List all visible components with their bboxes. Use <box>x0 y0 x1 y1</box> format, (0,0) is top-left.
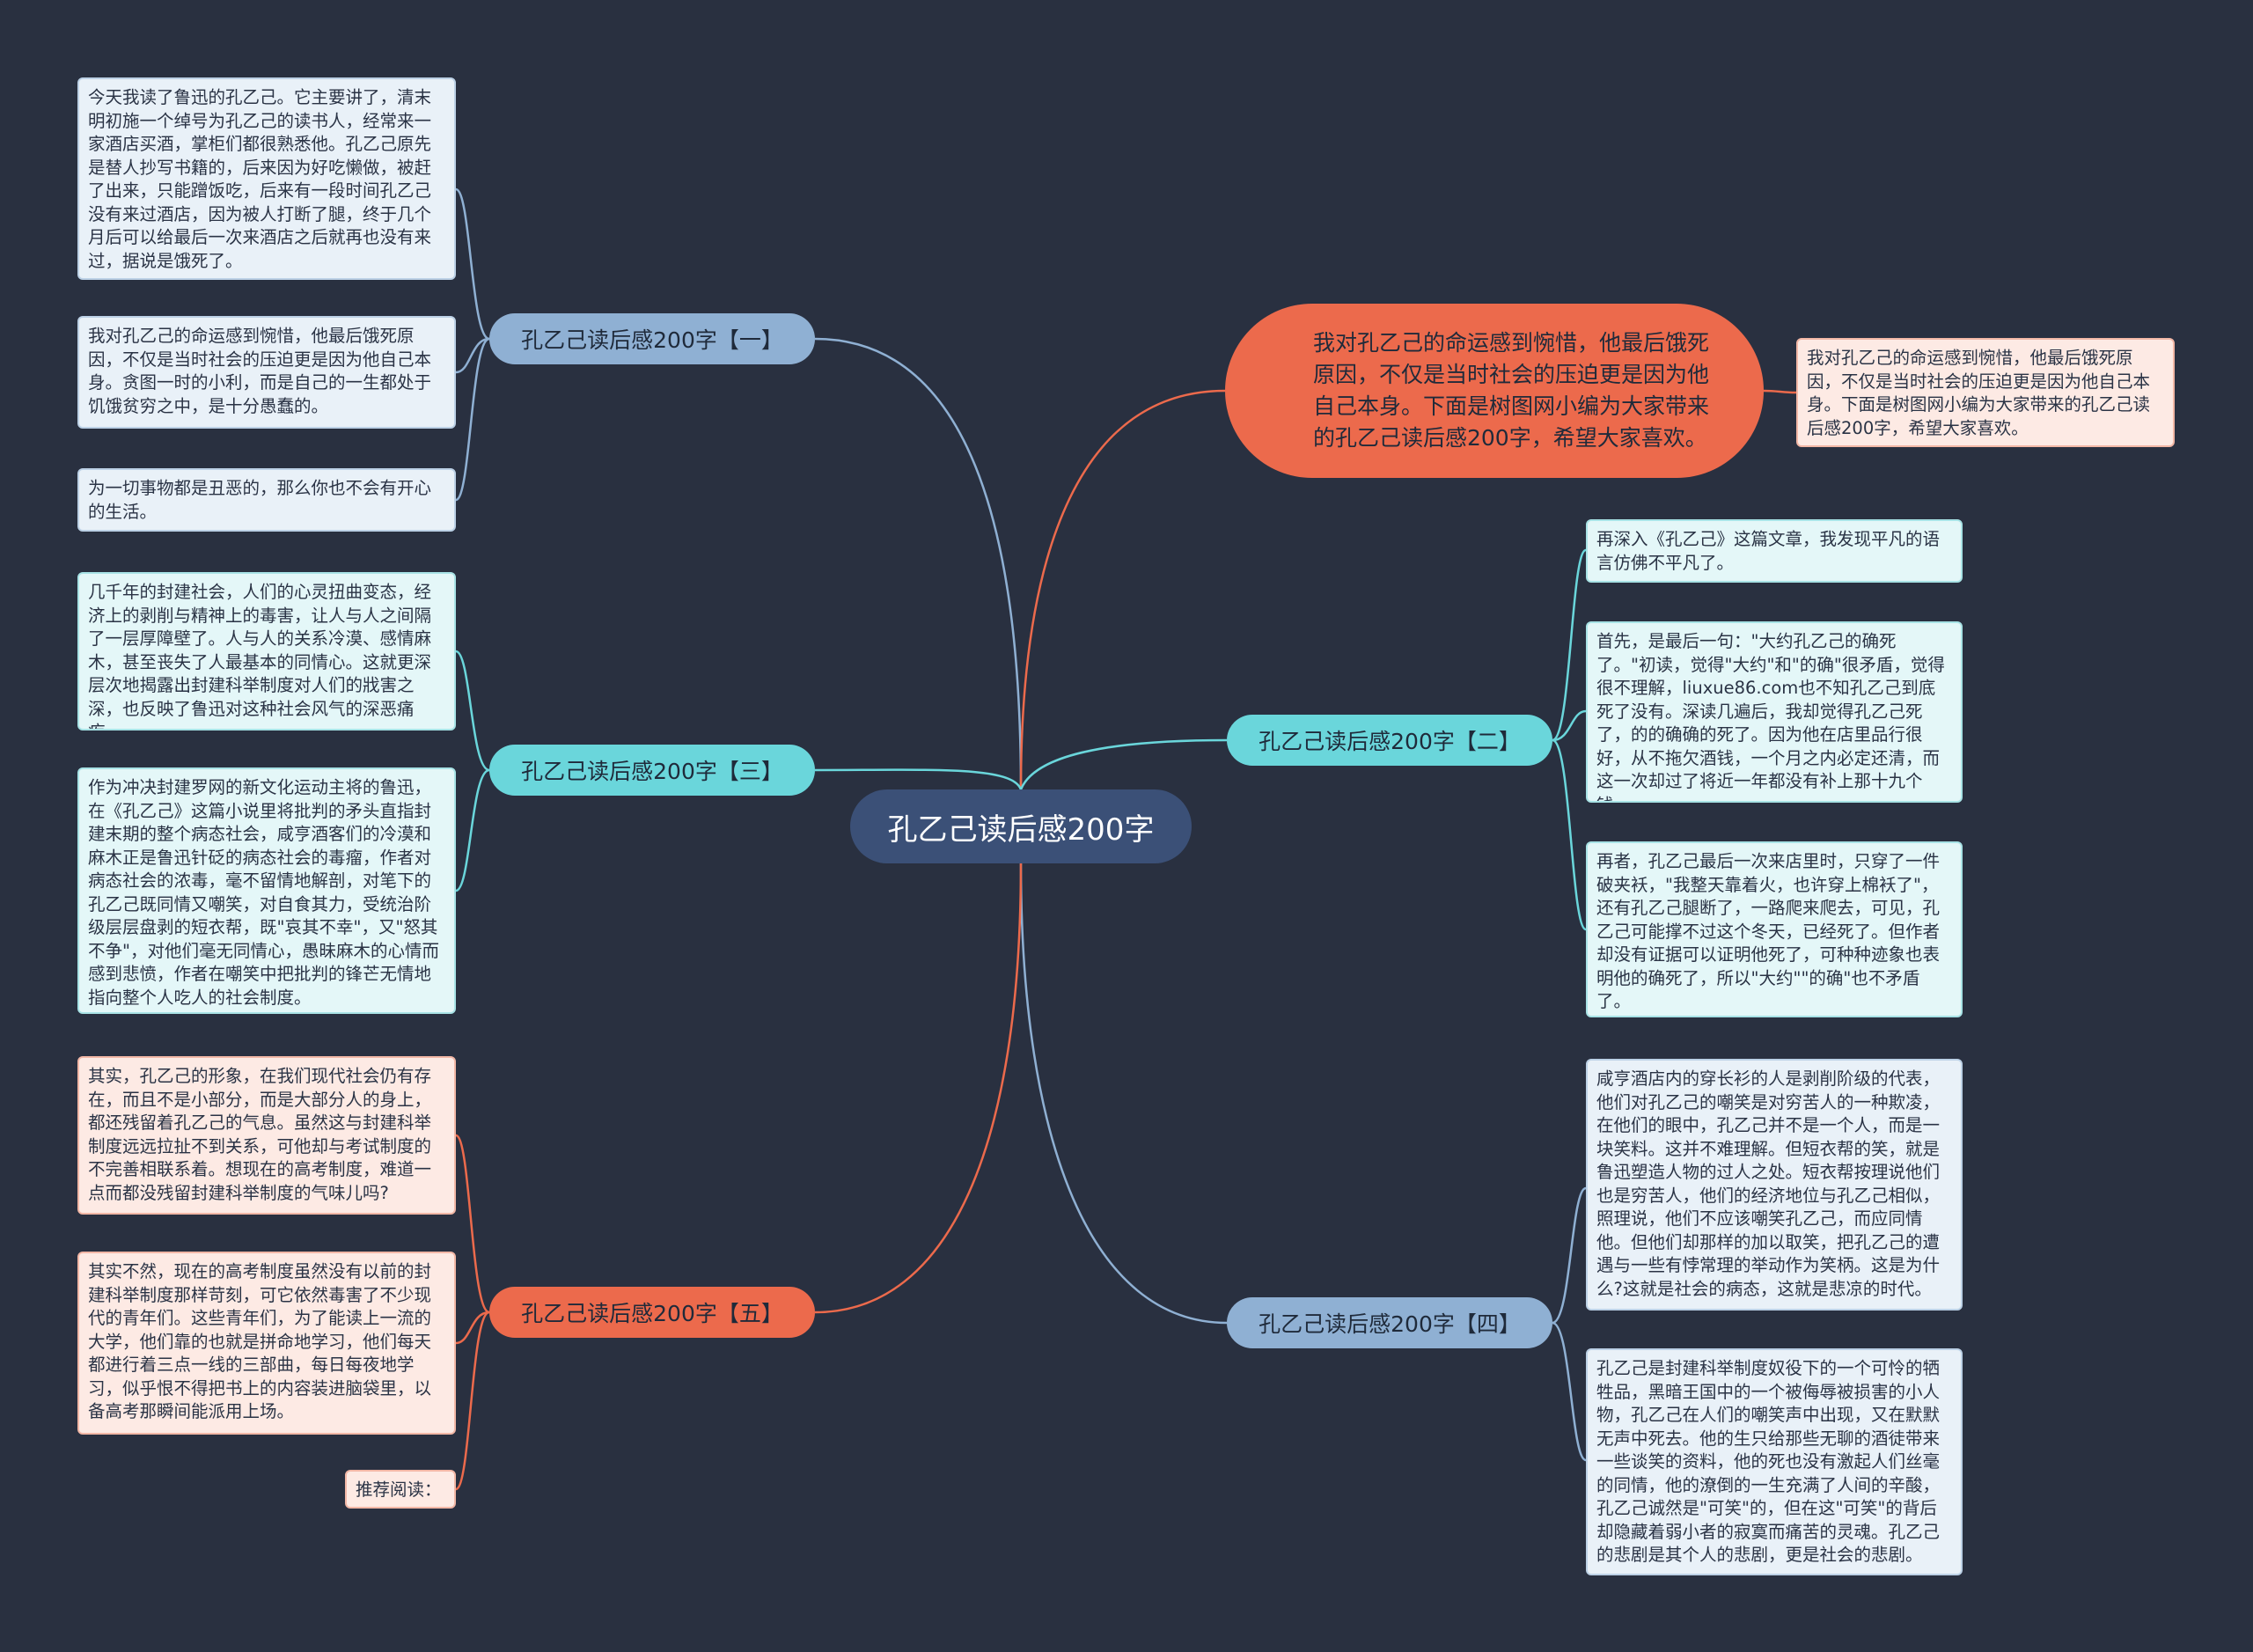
branch-4-card-1[interactable]: 咸亨酒店内的穿长衫的人是剥削阶级的代表，他们对孔乙己的嘲笑是对穷苦人的一种欺凌，… <box>1586 1059 1963 1311</box>
link-intro-note <box>1763 389 1797 394</box>
link-center-b4 <box>1019 863 1228 1325</box>
branch-3-card-2[interactable]: 作为冲决封建罗网的新文化运动主将的鲁迅，在《孔乙己》这篇小说里将批判的矛头直指封… <box>77 767 456 1014</box>
link-b2-c3 <box>1552 738 1588 931</box>
branch-5-card-2[interactable]: 其实不然，现在的高考制度虽然没有以前的封建科举制度那样苛刻，可它依然毒害了不少现… <box>77 1252 456 1435</box>
intro-note-card[interactable]: 我对孔乙己的命运感到惋惜，他最后饿死原因，不仅是当时社会的压迫更是因为他自己本身… <box>1796 338 2175 447</box>
branch-1-card-1[interactable]: 今天我读了鲁迅的孔乙己。它主要讲了，清末明初施一个绰号为孔乙己的读书人，经常来一… <box>77 77 456 280</box>
branch-5-card-1[interactable]: 其实，孔乙己的形象，在我们现代社会仍有存在，而且不是小部分，而是大部分人的身上，… <box>77 1056 456 1215</box>
branch-4-card-2[interactable]: 孔乙己是封建科举制度奴役下的一个可怜的牺牲品，黑暗王国中的一个被侮辱被损害的小人… <box>1586 1348 1963 1575</box>
link-b4-c1 <box>1552 1186 1587 1325</box>
link-b1-c3 <box>455 337 490 502</box>
central-topic[interactable]: 孔乙己读后感200字 <box>850 789 1192 863</box>
link-b2-c1 <box>1552 548 1588 742</box>
branch-1-card-3[interactable]: 为一切事物都是丑恶的，那么你也不会有开心的生活。 <box>77 468 456 532</box>
branch-1[interactable]: 孔乙己读后感200字【一】 <box>489 313 815 364</box>
branch-5-card-3[interactable]: 推荐阅读： <box>345 1470 456 1509</box>
link-b5-c3 <box>455 1311 490 1491</box>
link-b5-c1 <box>455 1134 490 1314</box>
link-b1-c2 <box>455 337 490 374</box>
link-center-b5 <box>814 863 1023 1314</box>
link-b4-c2 <box>1552 1321 1587 1462</box>
link-b1-c1 <box>455 187 490 341</box>
branch-2-card-1[interactable]: 再深入《孔乙己》这篇文章，我发现平凡的语言仿佛不平凡了。 <box>1586 519 1963 583</box>
branch-5[interactable]: 孔乙己读后感200字【五】 <box>489 1287 815 1338</box>
branch-2[interactable]: 孔乙己读后感200字【二】 <box>1227 715 1552 766</box>
intro-bubble-text: 我对孔乙己的命运感到惋惜，他最后饿死原因，不仅是当时社会的压迫更是因为他自己本身… <box>1313 330 1710 451</box>
branch-2-card-2[interactable]: 首先，是最后一句："大约孔乙己的确死了。"初读，觉得"大约"和"的确"很矛盾，觉… <box>1586 621 1963 803</box>
branch-2-card-3[interactable]: 再者，孔乙己最后一次来店里时，只穿了一件破夹袄，"我整天靠着火，也许穿上棉袄了"… <box>1586 841 1963 1017</box>
branch-1-card-2[interactable]: 我对孔乙己的命运感到惋惜，他最后饿死原因，不仅是当时社会的压迫更是因为他自己本身… <box>77 316 456 429</box>
link-center-b3 <box>814 768 1023 790</box>
branch-4[interactable]: 孔乙己读后感200字【四】 <box>1227 1297 1552 1348</box>
branch-3-card-1[interactable]: 几千年的封建社会，人们的心灵扭曲变态，经济上的剥削与精神上的毒害，让人与人之间隔… <box>77 572 456 731</box>
link-b3-c2 <box>455 768 490 892</box>
link-center-b1 <box>814 337 1023 790</box>
link-b2-c2 <box>1552 709 1587 742</box>
link-center-intro <box>1019 389 1226 790</box>
link-b3-c1 <box>455 650 490 772</box>
link-center-b2 <box>1019 738 1228 790</box>
branch-3[interactable]: 孔乙己读后感200字【三】 <box>489 745 815 796</box>
intro-bubble[interactable]: 我对孔乙己的命运感到惋惜，他最后饿死原因，不仅是当时社会的压迫更是因为他自己本身… <box>1225 304 1764 478</box>
link-b5-c2 <box>455 1311 490 1345</box>
